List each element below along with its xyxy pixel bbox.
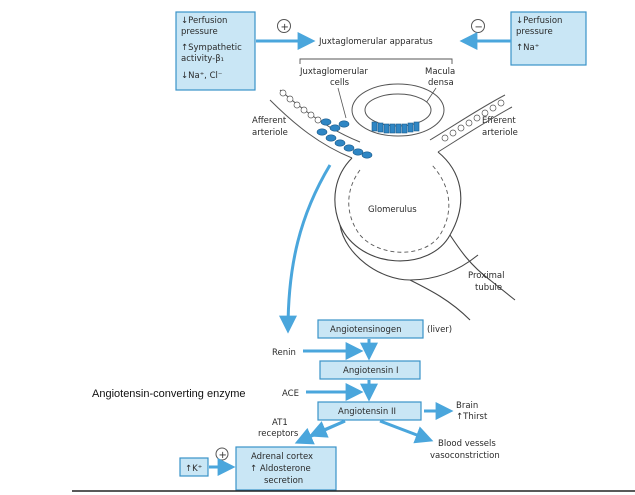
ace-label: ACE — [282, 389, 299, 399]
glomerulus — [334, 151, 516, 321]
afferent-label-2: arteriole — [252, 128, 288, 138]
ace-annotation: Angiotensin-converting enzyme — [92, 388, 245, 400]
jg-cells-label-1: Juxtaglomerular — [299, 67, 368, 77]
at1-label-2: receptors — [258, 429, 299, 439]
glomerulus-label: Glomerulus — [368, 205, 417, 215]
renin-label: Renin — [272, 348, 296, 358]
vessels-label-1: Blood vessels — [438, 439, 496, 449]
k-label: ↑K⁺ — [185, 464, 202, 474]
angiotensinogen-box: Angiotensinogen — [317, 319, 424, 339]
angiotensin1-box: Angiotensin I — [319, 360, 421, 380]
angiotensinogen-label: Angiotensinogen — [330, 325, 402, 335]
k-box: ↑K⁺ — [179, 457, 209, 477]
tl-line-1: ↓Perfusion — [181, 16, 227, 26]
tl-line-3: ↑Sympathetic — [181, 43, 242, 53]
angiotensin2-label: Angiotensin II — [338, 407, 396, 417]
arrow-to-adrenal — [294, 419, 346, 445]
brain-label: Brain — [456, 401, 478, 411]
jg-pointer — [337, 87, 347, 119]
afferent-label-1: Afferent — [252, 116, 287, 126]
plus-bottom-label: + — [219, 450, 227, 461]
efferent-label-1: Efferent — [482, 116, 516, 126]
top-right-stimulus-box: ↓Perfusion pressure ↑Na⁺ — [510, 11, 587, 66]
minus-top-label: − — [475, 22, 483, 33]
angiotensin2-box: Angiotensin II — [317, 401, 422, 421]
tl-line-5: ↓Na⁺, Cl⁻ — [181, 71, 222, 81]
tr-line-3: ↑Na⁺ — [516, 43, 539, 53]
plus-sign-icon — [277, 19, 291, 33]
top-left-stimulus-box: ↓Perfusion pressure ↑Sympathetic activit… — [175, 11, 256, 91]
adrenal-label-1: Adrenal cortex — [251, 452, 313, 462]
adrenal-box: Adrenal cortex ↑ Aldosterone secretion — [235, 446, 337, 491]
jga-bracket — [299, 58, 453, 64]
proximal-label-2: tubule — [475, 283, 502, 293]
jga-label: Juxtaglomerular apparatus — [318, 37, 433, 47]
liver-label: (liver) — [427, 325, 452, 335]
proximal-label-1: Proximal — [468, 271, 504, 281]
tl-line-4: activity-β₁ — [181, 54, 224, 64]
macula-label-2: densa — [428, 78, 454, 88]
macula-label-1: Macula — [425, 67, 455, 77]
thirst-label: ↑Thirst — [456, 412, 488, 422]
arrow-to-vessels — [379, 419, 434, 444]
at1-label-1: AT1 — [272, 418, 288, 428]
jg-cells-label-2: cells — [330, 78, 350, 88]
minus-sign-icon — [471, 19, 485, 33]
plus-top-label: + — [281, 22, 289, 33]
afferent-arteriole — [269, 89, 373, 159]
tl-line-2: pressure — [181, 27, 218, 37]
angiotensin1-label: Angiotensin I — [343, 366, 399, 376]
efferent-label-2: arteriole — [482, 128, 518, 138]
vessels-label-2: vasoconstriction — [430, 451, 500, 461]
adrenal-label-3: secretion — [264, 476, 303, 486]
tr-line-2: pressure — [516, 27, 553, 37]
adrenal-label-2: ↑ Aldosterone — [250, 464, 311, 474]
efferent-arteriole — [429, 94, 513, 153]
macula-densa-loop — [351, 83, 445, 137]
renin-release-arrow — [279, 164, 332, 334]
tr-line-1: ↓Perfusion — [516, 16, 562, 26]
